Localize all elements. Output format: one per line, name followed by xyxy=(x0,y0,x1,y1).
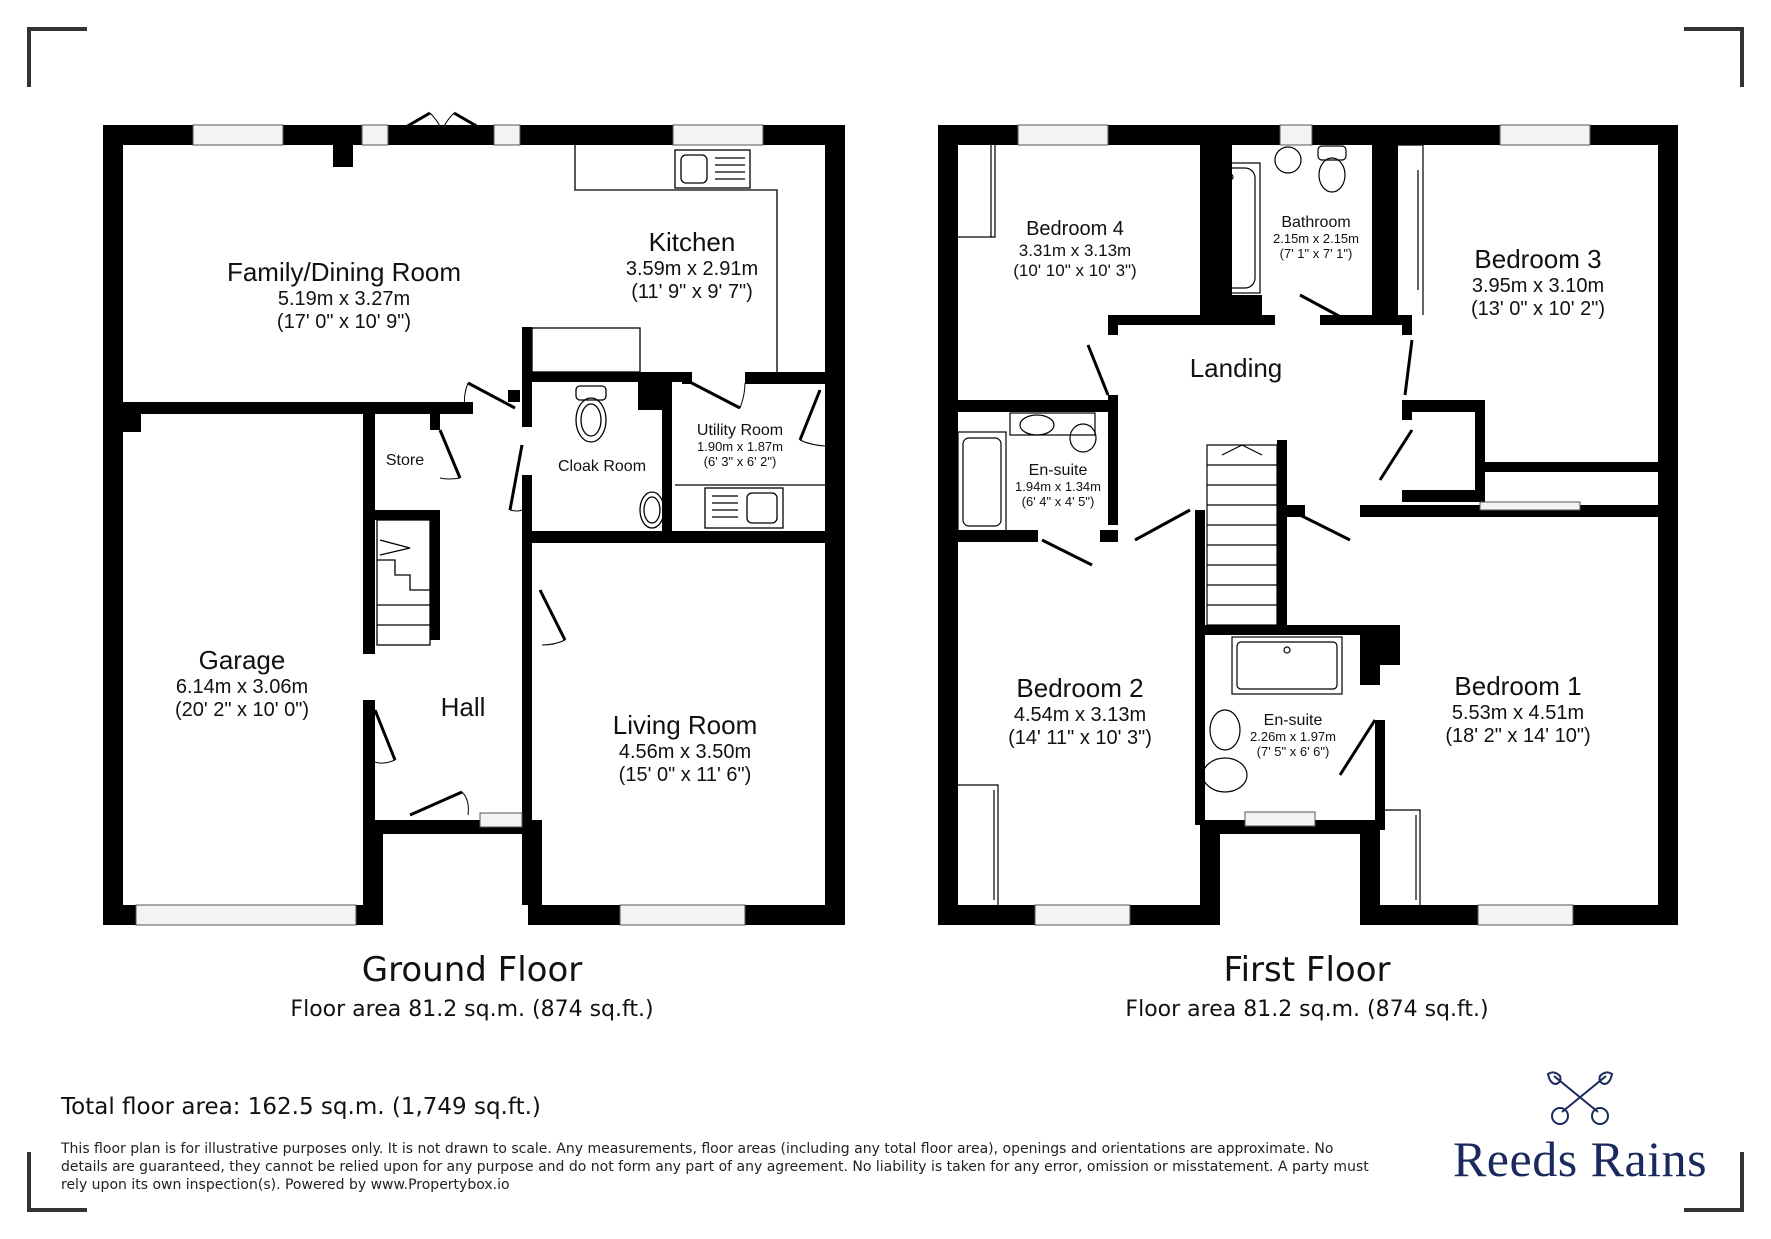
cloak-room-fixtures xyxy=(575,385,665,529)
room-dimensions-metric: 3.59m x 2.91m xyxy=(625,257,759,280)
ensuite-main-fixtures xyxy=(1202,636,1343,793)
ground-floor-stairs xyxy=(376,519,431,646)
room-name: Garage xyxy=(198,645,286,675)
room-name: Store xyxy=(385,452,425,469)
room-name: Bedroom 4 xyxy=(1026,218,1124,240)
room-dimensions-metric: 4.56m x 3.50m xyxy=(618,740,752,763)
ground-floor-windows xyxy=(135,124,764,926)
room-dimensions-metric: 3.31m x 3.13m xyxy=(1018,241,1132,260)
room-name: Living Room xyxy=(612,710,758,740)
room-dimensions-imperial: (20' 2" x 10' 0") xyxy=(174,698,310,721)
room-dimensions-metric: 2.15m x 2.15m xyxy=(1273,231,1359,247)
room-dimensions-metric: 2.26m x 1.97m xyxy=(1250,729,1336,745)
brand-logo: Reeds Rains xyxy=(1440,1070,1720,1188)
ensuite-small-fixtures xyxy=(957,412,1097,533)
room-label-kitchen: Kitchen 3.59m x 2.91m (11' 9" x 9' 7") xyxy=(625,227,759,304)
first-floor-doors xyxy=(1041,293,1414,776)
floor-area: Floor area 81.2 sq.m. (874 sq.ft.) xyxy=(290,996,654,1022)
room-name: Bathroom xyxy=(1281,214,1351,231)
disclaimer-text: This floor plan is for illustrative purp… xyxy=(61,1141,1369,1193)
room-dimensions-metric: 6.14m x 3.06m xyxy=(175,675,309,698)
room-dimensions-imperial: (6' 4" x 4' 5") xyxy=(1021,494,1095,510)
room-name: Landing xyxy=(1189,353,1283,383)
french-doors xyxy=(391,111,493,137)
room-name: Family/Dining Room xyxy=(226,257,462,287)
room-dimensions-metric: 1.94m x 1.34m xyxy=(1015,479,1101,495)
room-label-ensuite-small: En-suite 1.94m x 1.34m (6' 4" x 4' 5") xyxy=(1015,462,1101,510)
crop-mark-top-left xyxy=(27,27,87,87)
room-label-living-room: Living Room 4.56m x 3.50m (15' 0" x 11' … xyxy=(612,710,758,787)
kitchen-worktop xyxy=(574,145,778,375)
room-label-store: Store xyxy=(386,452,424,470)
room-dimensions-metric: 4.54m x 3.13m xyxy=(1013,703,1147,726)
room-dimensions-metric: 1.90m x 1.87m xyxy=(696,439,783,455)
room-dimensions-imperial: (18' 2" x 14' 10") xyxy=(1445,724,1591,747)
room-name: Utility Room xyxy=(696,422,784,439)
room-label-bedroom-3: Bedroom 3 3.95m x 3.10m (13' 0" x 10' 2"… xyxy=(1470,244,1606,321)
room-name: Hall xyxy=(440,692,486,722)
room-dimensions-imperial: (15' 0" x 11' 6") xyxy=(618,763,752,786)
room-name: Cloak Room xyxy=(557,458,647,475)
understairs-cupboard xyxy=(531,327,641,373)
ground-floor-door-swings xyxy=(374,382,826,816)
room-name: Bedroom 3 xyxy=(1474,244,1602,274)
brand-name: Reeds Rains xyxy=(1452,1131,1708,1187)
first-floor-caption: First Floor Floor area 81.2 sq.m. (874 s… xyxy=(1125,950,1488,1022)
room-dimensions-imperial: (11' 9" x 9' 7") xyxy=(631,280,753,303)
room-dimensions-imperial: (14' 11" x 10' 3") xyxy=(1008,726,1152,749)
room-dimensions-imperial: (7' 1" x 7' 1") xyxy=(1279,246,1353,262)
room-name: Bedroom 2 xyxy=(1016,673,1144,703)
floor-title: First Floor xyxy=(1223,950,1391,990)
bathroom-fixtures xyxy=(1204,145,1347,294)
room-dimensions-metric: 5.19m x 3.27m xyxy=(277,287,411,310)
ground-floor-walls xyxy=(103,125,845,925)
floor-title: Ground Floor xyxy=(361,950,583,990)
room-label-bedroom-1: Bedroom 1 5.53m x 4.51m (18' 2" x 14' 10… xyxy=(1445,671,1591,748)
room-label-ensuite-main: En-suite 2.26m x 1.97m (7' 5" x 6' 6") xyxy=(1250,712,1336,760)
first-floor-stairs xyxy=(1206,444,1278,626)
ground-floor-plan xyxy=(103,111,845,926)
ground-floor-doors xyxy=(373,378,822,817)
room-label-hall: Hall xyxy=(440,692,486,723)
room-name: En-suite xyxy=(1028,462,1088,479)
first-floor-plan xyxy=(938,124,1678,926)
room-label-garage: Garage 6.14m x 3.06m (20' 2" x 10' 0") xyxy=(174,645,310,722)
crossed-keys-icon xyxy=(1546,1071,1614,1125)
crop-mark-bottom-right xyxy=(1684,1152,1744,1212)
room-dimensions-imperial: (17' 0" x 10' 9") xyxy=(276,310,412,333)
room-dimensions-imperial: (6' 3" x 6' 2") xyxy=(703,454,777,470)
room-name: Kitchen xyxy=(648,227,736,257)
room-label-bedroom-4: Bedroom 4 3.31m x 3.13m (10' 10" x 10' 3… xyxy=(1013,218,1136,280)
room-label-landing: Landing xyxy=(1189,353,1283,384)
first-floor-windows xyxy=(1017,124,1591,926)
crop-mark-bottom-left xyxy=(27,1152,87,1212)
room-dimensions-imperial: (7' 5" x 6' 6") xyxy=(1256,744,1330,760)
utility-sink xyxy=(675,484,825,529)
room-dimensions-metric: 5.53m x 4.51m xyxy=(1451,701,1585,724)
room-label-bedroom-2: Bedroom 2 4.54m x 3.13m (14' 11" x 10' 3… xyxy=(1008,673,1152,750)
crop-mark-top-right xyxy=(1684,27,1744,87)
room-name: En-suite xyxy=(1263,712,1323,729)
total-floor-area: Total floor area: 162.5 sq.m. (1,749 sq.… xyxy=(61,1094,541,1120)
ground-floor-caption: Ground Floor Floor area 81.2 sq.m. (874 … xyxy=(290,950,653,1022)
floor-area: Floor area 81.2 sq.m. (874 sq.ft.) xyxy=(1125,996,1489,1022)
room-label-bathroom: Bathroom 2.15m x 2.15m (7' 1" x 7' 1") xyxy=(1273,214,1359,262)
room-label-utility-room: Utility Room 1.90m x 1.87m (6' 3" x 6' 2… xyxy=(697,422,783,470)
wardrobes xyxy=(958,144,1424,905)
room-dimensions-imperial: (10' 10" x 10' 3") xyxy=(1013,260,1137,280)
room-dimensions-imperial: (13' 0" x 10' 2") xyxy=(1470,297,1606,320)
room-label-family-dining: Family/Dining Room 5.19m x 3.27m (17' 0"… xyxy=(226,257,462,334)
room-name: Bedroom 1 xyxy=(1454,671,1582,701)
room-label-cloak-room: Cloak Room xyxy=(558,458,646,476)
room-dimensions-metric: 3.95m x 3.10m xyxy=(1471,274,1605,297)
